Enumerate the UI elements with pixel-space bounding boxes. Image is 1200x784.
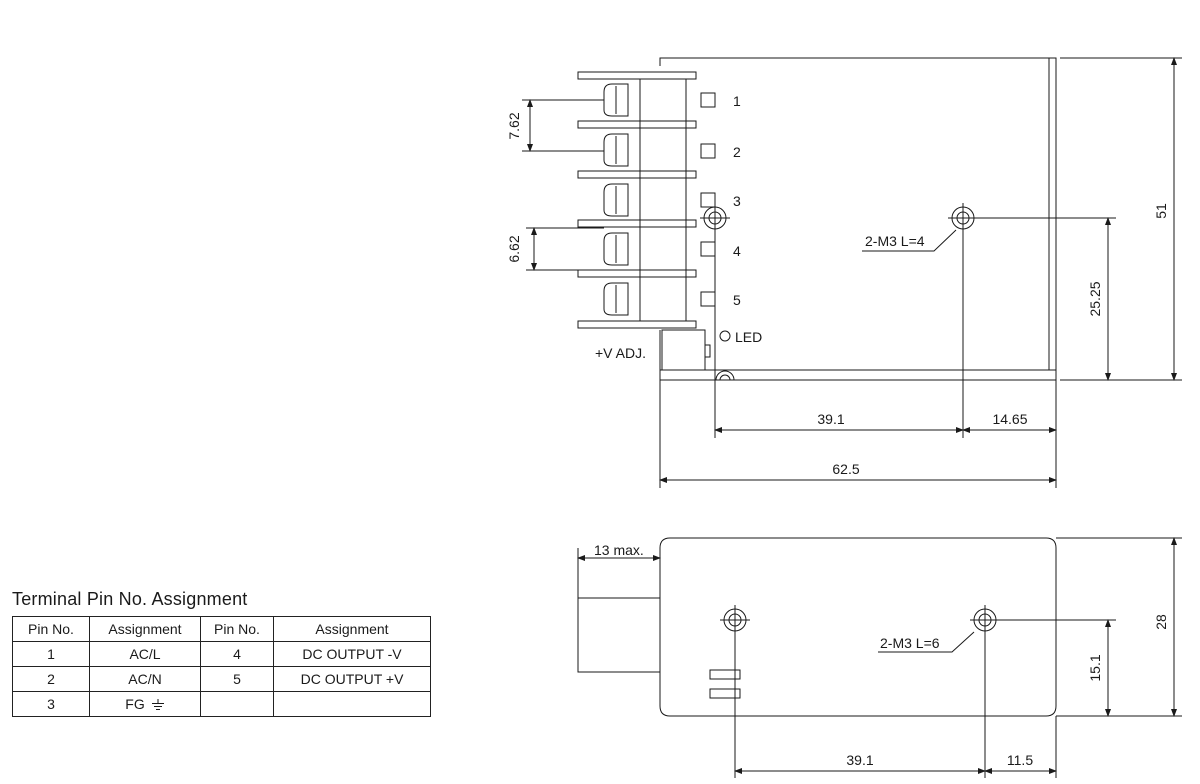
- header-pin-no-2: Pin No.: [200, 616, 274, 642]
- dim-pitch-762: [522, 99, 604, 152]
- terminal-block: [577, 71, 697, 329]
- side-terminal-block: [577, 597, 661, 673]
- pin-table-title: Terminal Pin No. Assignment: [12, 589, 248, 609]
- table-cell: [200, 691, 274, 717]
- pin-label-5: 5: [733, 292, 741, 308]
- header-assignment-2: Assignment: [273, 616, 431, 642]
- dim-text-662: 6.62: [506, 235, 522, 262]
- vadj-potentiometer: [661, 329, 711, 371]
- dim-text-625: 62.5: [832, 461, 859, 477]
- dim-text-115: 11.5: [1007, 752, 1033, 768]
- pin-marker-2: [700, 143, 716, 159]
- table-cell-fg: FG: [89, 691, 201, 717]
- dim-text-1465: 14.65: [992, 411, 1027, 427]
- dim-text-151: 15.1: [1087, 654, 1103, 681]
- header-assignment-1: Assignment: [89, 616, 201, 642]
- table-cell: AC/N: [89, 666, 201, 692]
- top-view: [522, 57, 1182, 488]
- side-mount-hole-right: [970, 605, 1000, 635]
- led-label: LED: [735, 329, 762, 345]
- header-pin-no-1: Pin No.: [12, 616, 90, 642]
- mount-leader-side: [878, 631, 975, 653]
- pin-marker-3: [700, 192, 716, 208]
- pin-label-3: 3: [733, 193, 741, 209]
- pin-label-2: 2: [733, 144, 741, 160]
- table-header-row: Pin No. Assignment Pin No. Assignment: [12, 616, 431, 642]
- top-housing-base: [659, 369, 1057, 381]
- dim-text-391-side: 39.1: [846, 752, 873, 768]
- dim-height-51: [1060, 57, 1182, 381]
- pin-label-1: 1: [733, 93, 741, 109]
- dim-text-391-top: 39.1: [817, 411, 844, 427]
- side-housing: [659, 537, 1057, 717]
- pin-marker-5: [700, 291, 716, 307]
- dim-text-51: 51: [1153, 203, 1169, 219]
- dim-height-28: [1056, 537, 1182, 717]
- side-view: [577, 537, 1182, 778]
- mount-hole-left-top: [700, 203, 730, 233]
- side-mount-hole-left: [720, 605, 750, 635]
- side-slot-2: [709, 688, 741, 699]
- dim-text-28: 28: [1153, 614, 1169, 630]
- table-cell: 3: [12, 691, 90, 717]
- mount-hole-right-top: [948, 203, 978, 233]
- dim-13max: [577, 548, 661, 598]
- table-cell: 1: [12, 641, 90, 667]
- vadj-label: +V ADJ.: [595, 345, 646, 361]
- table-cell: [273, 691, 431, 717]
- dim-hole-height-151: [1000, 619, 1116, 717]
- table-cell: 4: [200, 641, 274, 667]
- side-slot-1: [709, 669, 741, 680]
- dim-pitch-662: [526, 227, 604, 271]
- fg-label: FG: [125, 696, 145, 712]
- mount-label-top: 2-M3 L=4: [865, 233, 925, 249]
- mount-label-side: 2-M3 L=6: [880, 635, 940, 651]
- table-row: 3 FG: [12, 691, 431, 717]
- table-cell: DC OUTPUT -V: [273, 641, 431, 667]
- dim-text-762: 7.62: [506, 112, 522, 139]
- table-cell: 2: [12, 666, 90, 692]
- pin-label-4: 4: [733, 243, 741, 259]
- ground-icon: [151, 699, 164, 711]
- dim-text-2525: 25.25: [1087, 281, 1103, 316]
- top-housing-outline: [659, 57, 1057, 376]
- bottom-notch: [715, 370, 735, 381]
- pin-marker-4: [700, 241, 716, 257]
- table-cell: AC/L: [89, 641, 201, 667]
- dim-text-13max: 13 max.: [594, 542, 644, 558]
- led-indicator: [719, 330, 731, 342]
- pin-marker-1: [700, 92, 716, 108]
- table-row: 1 AC/L 4 DC OUTPUT -V: [12, 641, 431, 667]
- table-cell: DC OUTPUT +V: [273, 666, 431, 692]
- mount-leader-top: [862, 229, 957, 252]
- table-row: 2 AC/N 5 DC OUTPUT +V: [12, 666, 431, 692]
- dim-hole-height-2525: [978, 217, 1116, 381]
- pin-assignment-table: Pin No. Assignment Pin No. Assignment 1 …: [12, 616, 431, 717]
- table-cell: 5: [200, 666, 274, 692]
